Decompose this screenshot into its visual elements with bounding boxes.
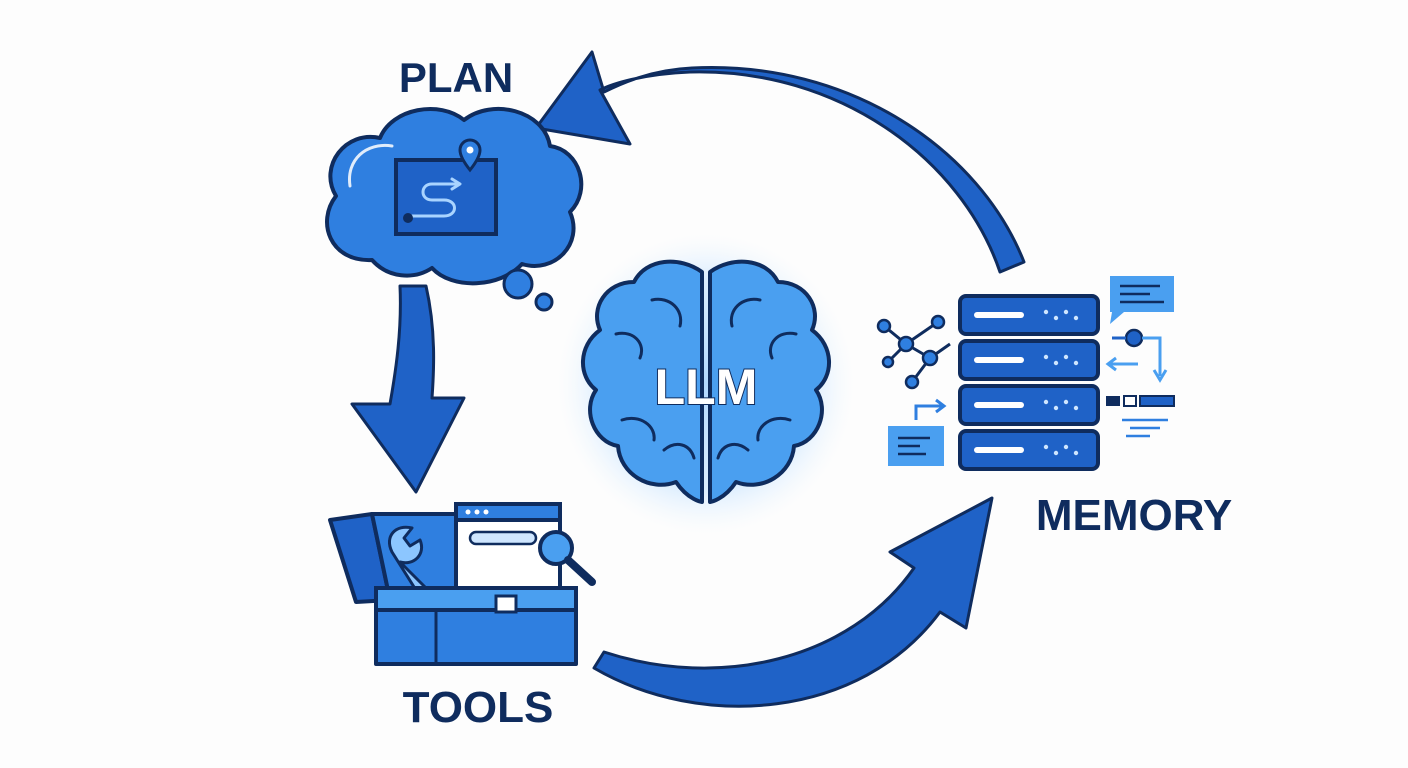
plan-cloud-icon [325, 106, 584, 312]
memory-label: MEMORY [1036, 491, 1232, 540]
arrow-plan-to-tools [350, 284, 466, 494]
memory-server-stack-icon [876, 276, 1175, 471]
plan-label: PLAN [399, 54, 513, 101]
tools-label: TOOLS [403, 683, 554, 732]
brain-icon [558, 234, 854, 534]
arrow-tools-to-memory [592, 496, 994, 708]
tools-toolbox-icon [328, 502, 596, 666]
server-unit [958, 339, 1100, 381]
server-unit [958, 384, 1100, 426]
arrow-memory-to-plan [534, 50, 1026, 274]
server-unit [958, 294, 1100, 336]
server-unit [958, 429, 1100, 471]
center-label: LLM [655, 359, 758, 415]
